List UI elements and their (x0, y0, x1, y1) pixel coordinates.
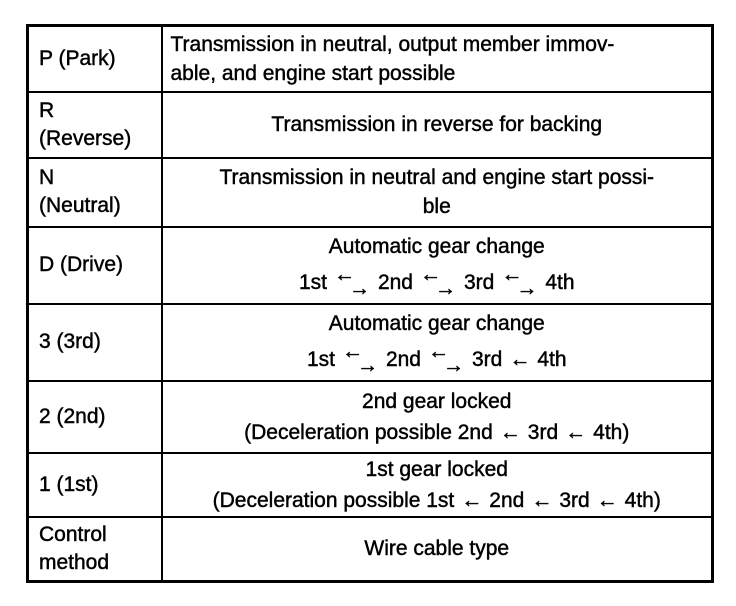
description-text: 1st (306, 348, 335, 371)
description-text: ble (422, 195, 451, 218)
description-cell: Transmission in neutral and engine start… (160, 156, 714, 228)
description-text: 2nd (377, 271, 413, 294)
description-text: 4th (545, 271, 575, 294)
description-cell: 1st gear locked (Deceleration possible 1s… (160, 451, 714, 518)
left-arrow-icon: ← (333, 263, 355, 286)
bidirectional-arrow-icon: ←→ (428, 340, 464, 378)
description-text: Automatic gear change (328, 235, 545, 258)
description-text: 4th) (593, 420, 630, 444)
table-row: 2 (2nd) 2nd gear locked (Deceleration poss… (26, 379, 714, 454)
position-cell: 1 (1st) (26, 451, 163, 518)
description-line: 1st←→2nd←→3rd←→4th (163, 263, 712, 301)
description-text: 3rd (464, 271, 495, 294)
table-row: P (Park) Transmission in neutral, output … (26, 24, 714, 93)
left-arrow-icon: ← (596, 488, 618, 512)
position-label: 1 (1st) (39, 472, 99, 496)
table-row: 1 (1st) 1st gear locked (Deceleration poss… (26, 451, 714, 518)
description-line: able, and engine start possible (163, 59, 712, 88)
description-cell: 2nd gear locked (Deceleration possible 2n… (160, 379, 714, 454)
bidirectional-arrow-icon: ←→ (334, 263, 370, 301)
shift-position-table: P (Park) Transmission in neutral, output … (26, 24, 714, 583)
description-cell: Transmission in reverse for backing (160, 90, 714, 159)
table-row: N (Neutral) Transmission in neutral and en… (26, 156, 714, 228)
position-label: 2 (2nd) (39, 404, 106, 428)
description-text: Transmission in neutral, output member i… (170, 32, 615, 56)
description-text: 2nd (385, 348, 421, 371)
right-arrow-icon: → (356, 354, 378, 377)
left-arrow-icon: ← (501, 263, 523, 286)
right-arrow-icon: → (348, 277, 370, 300)
description-text: Transmission in neutral and engine start… (219, 166, 655, 189)
position-cell: D (Drive) (26, 225, 163, 305)
description-text: able, and engine start possible (170, 61, 456, 85)
bidirectional-arrow-icon: ←→ (342, 340, 378, 378)
position-label: Control (39, 522, 107, 546)
table-body: P (Park) Transmission in neutral, output … (26, 24, 714, 583)
left-arrow-icon: ← (565, 420, 587, 444)
position-cell: 2 (2nd) (26, 379, 163, 454)
description-line: Wire cable type (163, 534, 712, 563)
left-arrow-icon: ← (420, 263, 441, 286)
description-text: Automatic gear change (328, 312, 545, 335)
left-arrow-icon: ← (428, 340, 449, 363)
position-label: (Neutral) (39, 194, 121, 217)
description-text: Transmission in reverse for backing (271, 113, 603, 136)
description-text: (Deceleration possible 2nd (244, 420, 493, 444)
left-arrow-icon: ← (341, 340, 363, 363)
right-arrow-icon: → (443, 354, 464, 377)
description-text: Wire cable type (364, 537, 510, 561)
left-arrow-icon: ← (531, 488, 553, 512)
description-line: Transmission in neutral, output member i… (163, 30, 712, 59)
description-line: Transmission in reverse for backing (163, 110, 712, 139)
description-line: Automatic gear change (163, 229, 712, 265)
left-arrow-icon: ← (499, 420, 521, 444)
position-label: (Reverse) (39, 126, 132, 150)
description-text: 3rd (527, 420, 559, 444)
description-text: 1st (298, 271, 327, 294)
description-text: (Deceleration possible 1st (212, 488, 455, 512)
left-arrow-icon: ← (509, 348, 531, 371)
description-line: (Deceleration possible 1st←2nd←3rd←4th) (163, 485, 712, 516)
position-label: 3 (3rd) (39, 330, 101, 353)
description-line: Automatic gear change (163, 306, 712, 342)
description-line: ble (163, 192, 712, 221)
position-cell: 3 (3rd) (26, 302, 163, 382)
description-cell: Transmission in neutral, output member i… (160, 24, 714, 93)
table-row: R (Reverse) Transmission in reverse for ba… (26, 90, 714, 159)
right-arrow-icon: → (516, 277, 538, 300)
right-arrow-icon: → (435, 277, 456, 300)
position-label: N (39, 166, 55, 189)
position-cell: R (Reverse) (26, 90, 163, 159)
description-text: 4th) (624, 488, 661, 512)
position-cell: Control method (26, 515, 163, 583)
description-text: 3rd (472, 348, 503, 371)
position-label: P (Park) (39, 46, 116, 70)
description-text: 4th (537, 348, 567, 371)
description-line: 1st←→2nd←→3rd←4th (163, 340, 712, 378)
description-text: 1st gear locked (365, 457, 508, 481)
description-text: 3rd (559, 488, 590, 512)
bidirectional-arrow-icon: ←→ (420, 263, 456, 301)
table-row: Control method Wire cable type (26, 515, 714, 583)
description-text: 2nd gear locked (362, 389, 512, 413)
position-label: R (39, 98, 55, 122)
position-cell: N (Neutral) (26, 156, 163, 228)
position-label: D (Drive) (39, 253, 123, 276)
description-cell: Wire cable type (160, 515, 714, 583)
bidirectional-arrow-icon: ←→ (501, 263, 537, 301)
description-line: (Deceleration possible 2nd←3rd←4th) (163, 417, 712, 448)
description-line: 2nd gear locked (163, 386, 712, 417)
left-arrow-icon: ← (461, 488, 483, 512)
description-line: Transmission in neutral and engine start… (163, 163, 712, 192)
position-cell: P (Park) (26, 24, 163, 93)
position-label: method (39, 550, 110, 574)
description-text: 2nd (489, 488, 525, 512)
description-line: 1st gear locked (163, 454, 712, 485)
